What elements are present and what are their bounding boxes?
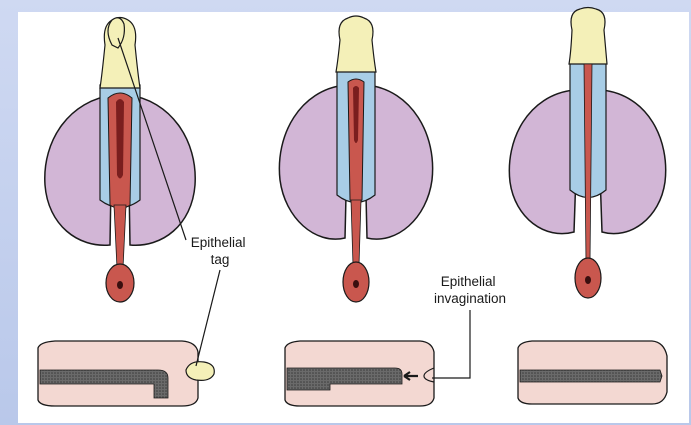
meatus-opening bbox=[585, 276, 591, 284]
stage-2-frontal-view bbox=[279, 16, 432, 302]
cross-section-lumen bbox=[520, 370, 662, 382]
genital-swelling-left bbox=[509, 90, 578, 234]
epithelial-tag-bud bbox=[186, 362, 214, 381]
meatus-opening bbox=[353, 280, 359, 288]
stage-1-frontal-view bbox=[45, 18, 195, 303]
stage-3-cross-section bbox=[518, 341, 667, 404]
meatus-opening bbox=[117, 281, 123, 289]
stage-1-cross-section bbox=[38, 341, 214, 406]
urethral-groove-lumen bbox=[353, 86, 359, 143]
genital-swelling-right bbox=[598, 90, 666, 234]
epithelial-tag-label-line2: tag bbox=[211, 252, 230, 267]
stage-3-frontal-view bbox=[509, 8, 665, 299]
glans-cap bbox=[336, 16, 376, 72]
epithelial-tag-leader-lower bbox=[196, 270, 220, 366]
urethral-groove-lumen bbox=[116, 99, 124, 179]
stage-2-cross-section bbox=[285, 341, 434, 406]
glans-cap bbox=[569, 8, 607, 65]
closed-urethra bbox=[584, 64, 592, 262]
epithelial-tag-label: Epithelial tag bbox=[191, 235, 250, 267]
epithelial-invagination-label: Epithelial invagination bbox=[434, 274, 506, 306]
urethral-strand bbox=[351, 200, 361, 265]
epithelial-tag-label-line1: Epithelial bbox=[191, 235, 246, 250]
epithelial-invagination-leader bbox=[432, 310, 470, 378]
epithelial-invagination-label-line2: invagination bbox=[434, 291, 506, 306]
epithelial-invagination-label-line1: Epithelial bbox=[441, 274, 496, 289]
urethral-strand bbox=[114, 205, 126, 268]
